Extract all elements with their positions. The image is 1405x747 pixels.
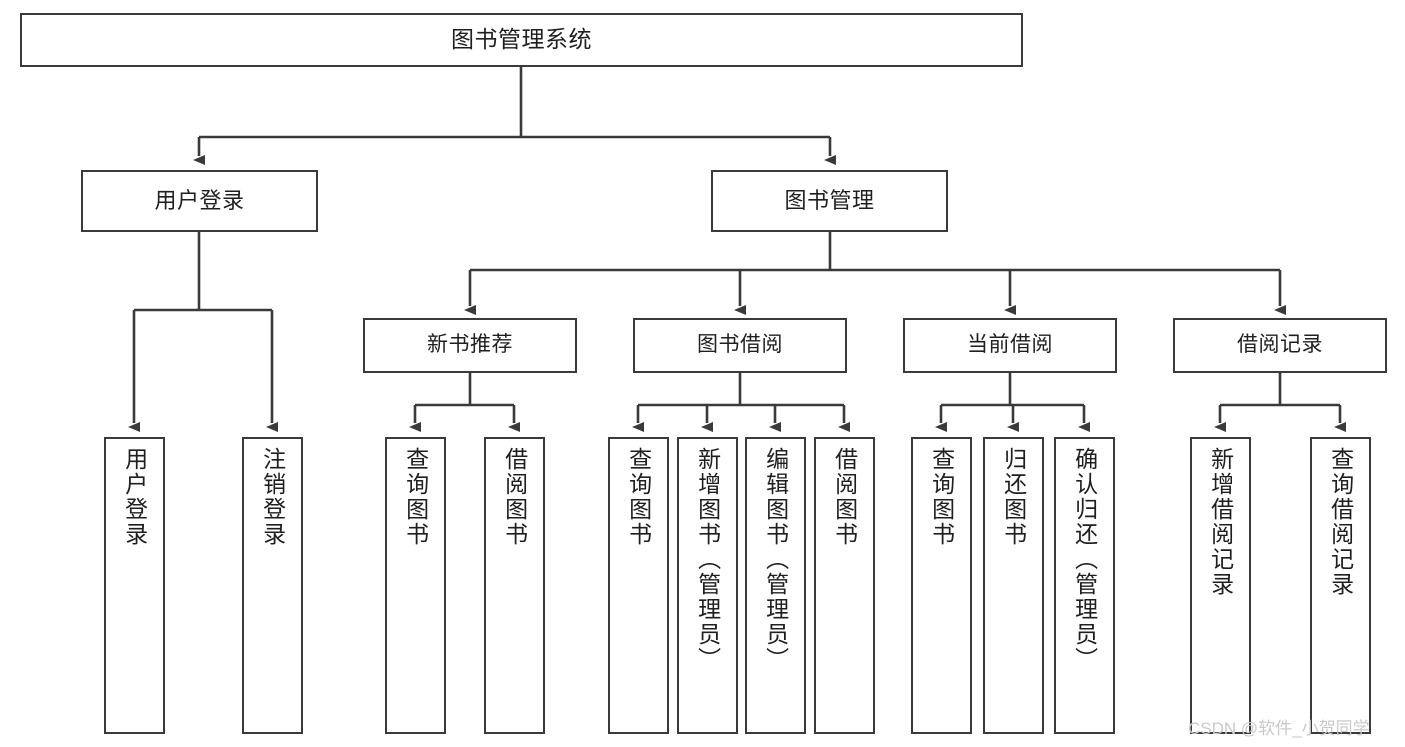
node-leaf-return-book[interactable]: 归还图书 bbox=[983, 437, 1044, 734]
node-user-login[interactable]: 用户登录 bbox=[81, 170, 318, 232]
node-book-manage-label: 图书管理 bbox=[784, 188, 875, 214]
node-leaf-query-book-2[interactable]: 查询图书 bbox=[608, 437, 669, 734]
node-leaf-query-record-label: 查询借阅记录 bbox=[1327, 447, 1354, 597]
node-new-book-recommend-label: 新书推荐 bbox=[427, 333, 513, 357]
node-leaf-borrow-book-2[interactable]: 借阅图书 bbox=[814, 437, 875, 734]
node-current-borrow[interactable]: 当前借阅 bbox=[903, 318, 1117, 373]
node-leaf-query-record[interactable]: 查询借阅记录 bbox=[1310, 437, 1371, 734]
node-root-label: 图书管理系统 bbox=[451, 26, 592, 53]
node-leaf-query-book-3[interactable]: 查询图书 bbox=[911, 437, 972, 734]
node-leaf-add-record-label: 新增借阅记录 bbox=[1207, 447, 1234, 597]
node-leaf-query-book-1[interactable]: 查询图书 bbox=[385, 437, 446, 734]
node-leaf-query-book-1-label: 查询图书 bbox=[402, 447, 429, 547]
node-book-manage[interactable]: 图书管理 bbox=[711, 170, 948, 232]
node-leaf-logout[interactable]: 注销登录 bbox=[242, 437, 303, 734]
node-leaf-confirm-return[interactable]: 确认归还（管理员） bbox=[1054, 437, 1115, 734]
node-user-login-label: 用户登录 bbox=[154, 188, 245, 214]
node-leaf-logout-label: 注销登录 bbox=[259, 447, 286, 547]
node-leaf-edit-book[interactable]: 编辑图书（管理员） bbox=[745, 437, 806, 734]
node-leaf-confirm-return-label: 确认归还（管理员） bbox=[1071, 447, 1098, 672]
node-leaf-query-book-2-label: 查询图书 bbox=[625, 447, 652, 547]
node-new-book-recommend[interactable]: 新书推荐 bbox=[363, 318, 577, 373]
node-leaf-user-login-label: 用户登录 bbox=[121, 447, 148, 547]
node-borrow-record-label: 借阅记录 bbox=[1237, 333, 1323, 357]
node-leaf-add-record[interactable]: 新增借阅记录 bbox=[1190, 437, 1251, 734]
node-book-borrow[interactable]: 图书借阅 bbox=[633, 318, 847, 373]
node-leaf-return-book-label: 归还图书 bbox=[1000, 447, 1027, 547]
node-borrow-record[interactable]: 借阅记录 bbox=[1173, 318, 1387, 373]
node-leaf-borrow-book-2-label: 借阅图书 bbox=[831, 447, 858, 547]
node-leaf-borrow-book-1[interactable]: 借阅图书 bbox=[484, 437, 545, 734]
node-current-borrow-label: 当前借阅 bbox=[967, 333, 1053, 357]
node-leaf-add-book[interactable]: 新增图书（管理员） bbox=[677, 437, 738, 734]
node-leaf-add-book-label: 新增图书（管理员） bbox=[694, 447, 721, 672]
node-leaf-borrow-book-1-label: 借阅图书 bbox=[501, 447, 528, 547]
watermark-text: CSDN @软件_小贺同学 bbox=[1188, 719, 1370, 738]
node-leaf-user-login[interactable]: 用户登录 bbox=[104, 437, 165, 734]
node-leaf-edit-book-label: 编辑图书（管理员） bbox=[762, 447, 789, 672]
node-root[interactable]: 图书管理系统 bbox=[20, 13, 1023, 67]
node-leaf-query-book-3-label: 查询图书 bbox=[928, 447, 955, 547]
node-book-borrow-label: 图书借阅 bbox=[697, 333, 783, 357]
